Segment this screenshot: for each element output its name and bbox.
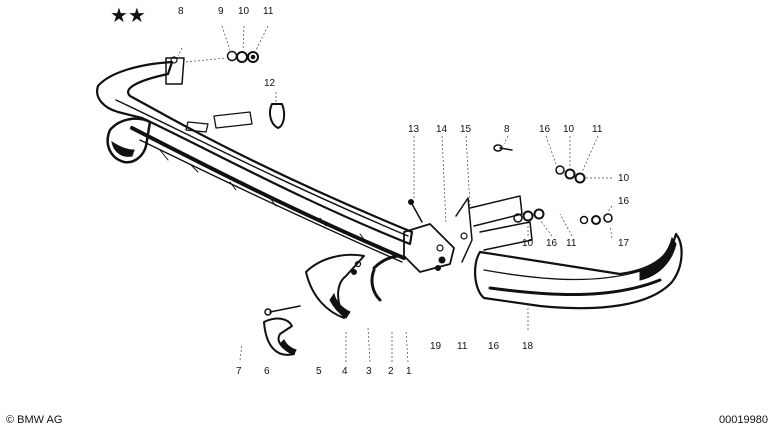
callout-11: 11 (263, 6, 274, 17)
callout-12: 12 (264, 78, 276, 89)
small-nuts-3-4 (345, 260, 409, 363)
mounting-plates (185, 111, 253, 133)
callout-10-side: 10 (618, 173, 630, 184)
callout-16-side: 16 (618, 196, 630, 207)
callout-17: 17 (618, 238, 630, 249)
document-number: 00019980 (719, 414, 768, 426)
callout-6: 6 (264, 366, 270, 377)
callout-8-right: 8 (504, 124, 510, 135)
callout-10-lower: 10 (522, 238, 534, 249)
guard-6 (263, 317, 297, 356)
callout-13: 13 (408, 124, 420, 135)
stars-marker: ★★ (110, 3, 146, 27)
callout-8: 8 (178, 6, 184, 17)
right-hardware (493, 135, 613, 239)
callout-11-bottom: 11 (457, 341, 468, 352)
clip-12 (269, 92, 286, 129)
callout-14: 14 (436, 124, 448, 135)
callout-7: 7 (236, 366, 242, 377)
callout-11-right: 11 (592, 124, 603, 135)
hardware-9-10-11 (221, 25, 269, 63)
callout-16: 16 (539, 124, 551, 135)
callout-10-right: 10 (563, 124, 575, 135)
callout-4: 4 (342, 366, 348, 377)
strip-2 (370, 254, 402, 302)
top-left-bracket (165, 47, 227, 85)
copyright-label: © BMW AG (6, 414, 63, 426)
centre-bracket (403, 135, 533, 273)
callout-18: 18 (522, 341, 534, 352)
callout-16-lower: 16 (546, 238, 558, 249)
callout-11-lower: 11 (566, 238, 577, 249)
callout-2: 2 (388, 366, 394, 377)
callout-5: 5 (316, 366, 322, 377)
callout-1: 1 (406, 366, 412, 377)
callout-3: 3 (366, 366, 372, 377)
callout-16-bottom: 16 (488, 341, 500, 352)
main-bumper-bar (96, 60, 414, 263)
bolt-7 (239, 305, 301, 361)
callout-9: 9 (218, 6, 224, 17)
callout-19: 19 (430, 341, 442, 352)
callout-10: 10 (238, 6, 250, 17)
callout-15: 15 (460, 124, 472, 135)
right-corner-bumper (474, 232, 683, 330)
guard-5 (305, 253, 365, 319)
